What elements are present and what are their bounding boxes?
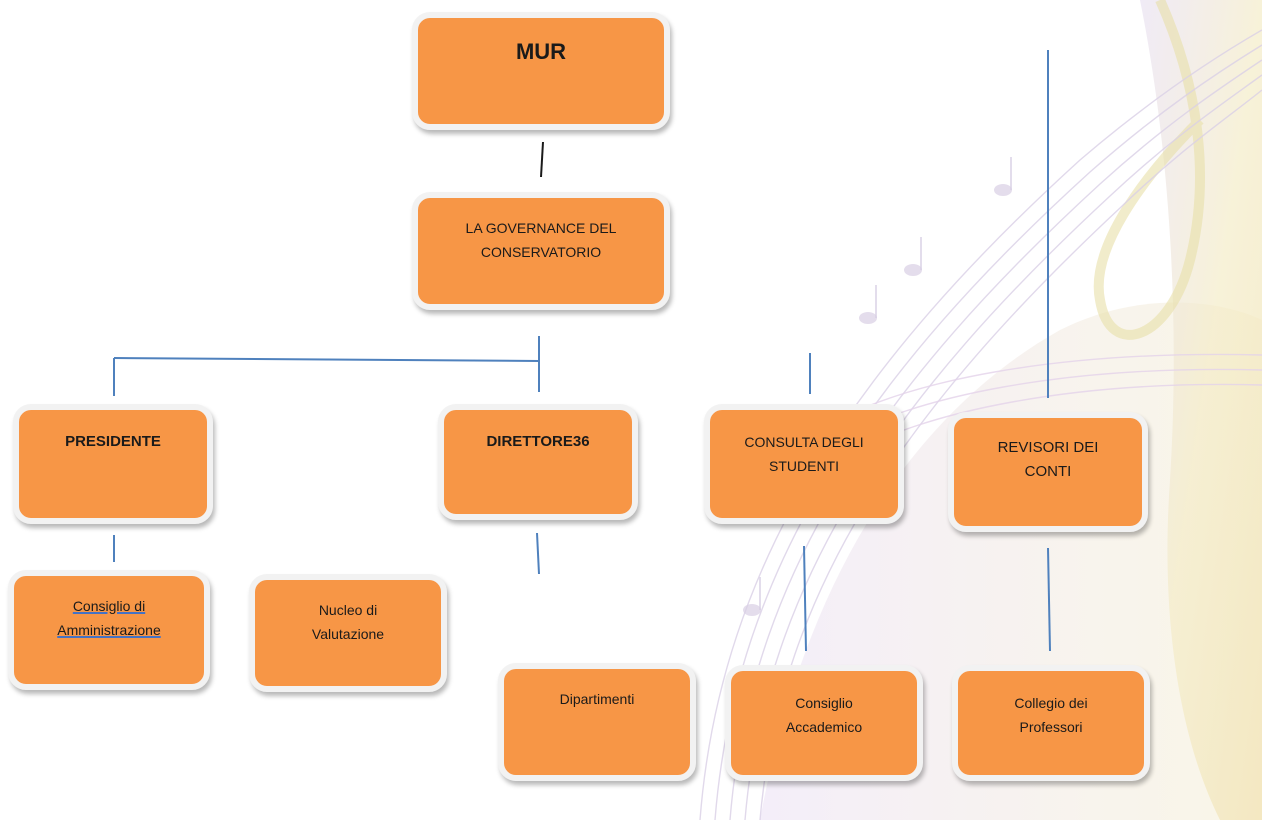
- node-presidente[interactable]: PRESIDENTE: [13, 404, 213, 524]
- node-mur-label: MUR: [515, 39, 567, 64]
- node-consiglio-amministrazione-line2: Amministrazione: [57, 622, 161, 638]
- connector-consulta-accademico: [803, 545, 807, 652]
- node-collegio-line2: Professori: [1019, 719, 1083, 735]
- node-nucleo-valutazione[interactable]: Nucleo di Valutazione: [249, 574, 447, 692]
- node-direttore[interactable]: DIRETTORE36: [438, 404, 638, 520]
- node-revisori-line1: REVISORI DEI: [997, 439, 1099, 456]
- node-accademico-line2: Accademico: [785, 719, 863, 735]
- node-consiglio-accademico[interactable]: Consiglio Accademico: [725, 665, 923, 781]
- node-governance[interactable]: LA GOVERNANCE DEL CONSERVATORIO: [412, 192, 670, 310]
- node-collegio-line1: Collegio dei: [1014, 695, 1088, 711]
- node-consulta-line1: CONSULTA DEGLI: [744, 434, 864, 450]
- node-presidente-label: PRESIDENTE: [65, 433, 161, 450]
- node-direttore-label: DIRETTORE36: [486, 433, 590, 450]
- node-dipartimenti-label: Dipartimenti: [559, 691, 635, 707]
- node-dipartimenti[interactable]: Dipartimenti: [498, 663, 696, 781]
- connector-horizontal-bar: [113, 357, 540, 362]
- node-consulta-line2: STUDENTI: [769, 458, 839, 474]
- node-nucleo-line1: Nucleo di: [318, 602, 378, 618]
- node-collegio-professori[interactable]: Collegio dei Professori: [952, 665, 1150, 781]
- node-consiglio-amministrazione-line1: Consiglio di: [72, 598, 146, 614]
- node-consiglio-amministrazione[interactable]: Consiglio di Amministrazione: [8, 570, 210, 690]
- node-governance-line2: CONSERVATORIO: [480, 244, 602, 260]
- node-nucleo-line2: Valutazione: [311, 626, 385, 642]
- node-consulta-studenti[interactable]: CONSULTA DEGLI STUDENTI: [704, 404, 904, 524]
- node-accademico-line1: Consiglio: [795, 695, 853, 711]
- node-revisori-line2: CONTI: [1024, 463, 1072, 480]
- connector-direttore-down: [536, 532, 540, 575]
- node-governance-line1: LA GOVERNANCE DEL: [465, 220, 617, 236]
- node-revisori-conti[interactable]: REVISORI DEI CONTI: [948, 412, 1148, 532]
- node-mur[interactable]: MUR: [412, 12, 670, 130]
- connector-revisori-collegio: [1047, 547, 1051, 652]
- connector-mur-governance: [540, 141, 544, 178]
